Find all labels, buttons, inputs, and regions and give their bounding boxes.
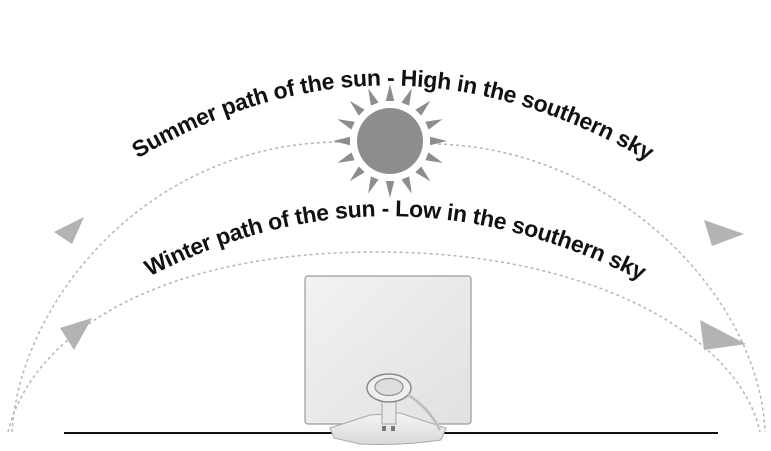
sun-ray xyxy=(333,137,350,145)
panel-mount-hub xyxy=(375,379,403,396)
sun-ray xyxy=(350,101,365,116)
sun-disc xyxy=(357,108,423,174)
sun-icon xyxy=(333,84,447,198)
outer-sun-path-left xyxy=(12,142,345,432)
panel-foot-slot-right xyxy=(391,426,395,431)
winter-left-arrowhead-icon xyxy=(60,318,92,350)
winter-path-label: Winter path of the sun - Low in the sout… xyxy=(140,195,651,285)
sun-ray xyxy=(337,119,354,129)
sun-ray xyxy=(415,101,430,116)
sun-ray xyxy=(425,119,442,129)
panel-foot-slot-left xyxy=(382,426,386,431)
sun-ray xyxy=(425,152,442,162)
summer-left-arrowhead-icon xyxy=(54,217,84,244)
sun-ray xyxy=(368,176,378,193)
summer-right-arrowhead-icon xyxy=(704,220,744,246)
sun-ray xyxy=(401,176,411,193)
sun-ray xyxy=(415,166,430,181)
sun-ray xyxy=(350,166,365,181)
solar-panel xyxy=(305,276,471,445)
sun-ray xyxy=(337,152,354,162)
sun-ray xyxy=(368,88,378,105)
